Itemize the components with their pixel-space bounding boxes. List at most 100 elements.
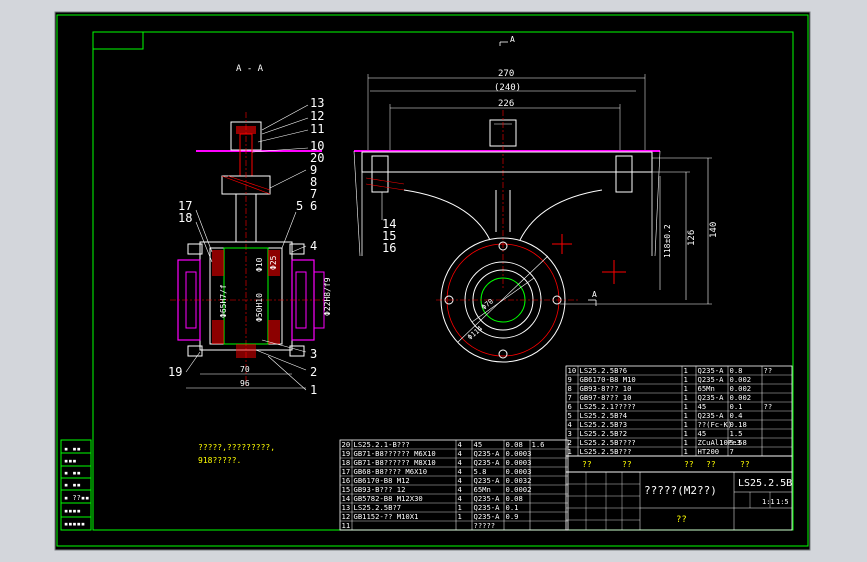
side-block-line: ▪ ▪▪ <box>64 445 81 453</box>
balloon-label: 6 <box>310 199 317 213</box>
corner-tag-box <box>92 31 144 50</box>
side-block-line: ▪ ??▪▪ <box>64 494 89 502</box>
drawing-scale: 1:1 <box>762 498 775 506</box>
side-block-line: ▪▪▪▪▪ <box>64 520 85 528</box>
dim-w70: 70 <box>240 365 250 374</box>
bom-cell: 11 <box>342 521 351 530</box>
balloon-label: 13 <box>310 96 324 110</box>
bom-cell: LS25.2.5B?4 <box>580 411 628 420</box>
bom-cell: 65Mn <box>474 485 491 494</box>
dim-d50: Φ50H10 <box>255 293 264 322</box>
bom-cell: 1 <box>684 411 688 420</box>
bom-cell: 4 <box>458 467 462 476</box>
bom-cell: 0.0003 <box>506 449 532 458</box>
bom-cell: 65Mn <box>698 384 715 393</box>
front-view: A 270 (240) 226 <box>353 35 719 363</box>
bom-cell: 3 <box>568 429 572 438</box>
bom-cell: 1 <box>684 384 688 393</box>
bom-cell: LS25.2.5B?6 <box>580 366 628 375</box>
balloon-label: 1 <box>310 383 317 397</box>
company-name: ?? <box>676 515 687 525</box>
dim-right-fit2: Φ10 <box>255 257 264 272</box>
bom-cell: 4 <box>458 458 462 467</box>
bom-cell: 0.002 <box>730 393 752 402</box>
bom-cell: 0.0003 <box>506 467 532 476</box>
bom-cell: 2 <box>568 438 572 447</box>
dim-270: 270 <box>498 69 514 79</box>
balloon-label: 19 <box>168 365 182 379</box>
bom-cell: 1 <box>684 366 688 375</box>
dim-140: 140 <box>709 222 719 238</box>
bom-cell: Q235-A <box>698 393 725 402</box>
bom-cell: 0.0003 <box>506 458 532 467</box>
bom-cell: 4 <box>568 420 572 429</box>
balloon-label: 2 <box>310 365 317 379</box>
bom-cell: Q235-A <box>698 366 725 375</box>
dim-d25: Φ25 <box>269 255 278 270</box>
bom-cell: 1 <box>684 429 688 438</box>
bom-cell: LS25.2.1-B??? <box>354 440 410 449</box>
bom-cell: 1 <box>458 512 462 521</box>
bom-cell: GB68-B8???? M6X10 <box>354 467 428 476</box>
bom-cell: 4 <box>458 485 462 494</box>
bom-cell: Q235-A <box>698 411 725 420</box>
bom-cell: 7 <box>568 393 572 402</box>
bom-cell: 5 <box>568 411 572 420</box>
bom-cell: 9 <box>568 375 572 384</box>
bom-header-cell: ?? <box>582 460 592 469</box>
bom-cell: Q235-A <box>474 476 501 485</box>
bom-cell: 7 <box>730 447 734 456</box>
side-block-line: ▪ ▪▪ <box>64 469 81 477</box>
bom-cell: Q235-A <box>474 512 501 521</box>
bom-cell: 0.0032 <box>506 476 532 485</box>
bom-cell: ??(Fc-K) <box>698 420 733 429</box>
bom-cell: GB6170-B8 M10 <box>580 375 636 384</box>
side-block: ▪ ▪▪ ▪▪▪ ▪ ▪▪ ▪ ▪▪ ▪ ??▪▪ ▪▪▪▪ ▪▪▪▪▪ <box>60 439 92 531</box>
bom-cell: 0.9 <box>506 512 519 521</box>
bom-cell: 45 <box>698 429 707 438</box>
balloon-label: 9 <box>310 163 317 177</box>
bom-cell: GB71-B8?????? M6X10 <box>354 449 436 458</box>
dim-118: 118±0.2 <box>663 224 672 258</box>
side-block-line: ▪▪▪▪ <box>64 507 81 515</box>
bom-cell: LS25.2.5B?2 <box>580 429 628 438</box>
bom-cell: ????? <box>474 521 496 530</box>
bom-cell: 19 <box>342 449 351 458</box>
balloon-label: 3 <box>310 347 317 361</box>
balloon-label: 16 <box>382 241 396 255</box>
bom-cell: GB93-B??? 12 <box>354 485 406 494</box>
bom-cell: 1 <box>684 447 688 456</box>
balloon-label: 17 <box>178 199 192 213</box>
bom-cell: LS25.2.5B?7 <box>354 503 402 512</box>
bom-cell: 17 <box>342 467 351 476</box>
bom-cell: Q235-A <box>474 503 501 512</box>
bom-cell: 4 <box>458 476 462 485</box>
bom-cell: ?? <box>764 366 773 375</box>
balloon-label: 5 <box>296 199 303 213</box>
dim-240: (240) <box>494 83 521 93</box>
drawing-title: ?????(M2??) <box>644 484 717 497</box>
bom-cell: 0.1 <box>506 503 519 512</box>
dim-d65: Φ65H7/f <box>219 284 228 318</box>
bom-cell: 5.58 <box>730 438 747 447</box>
bom-cell: 1 <box>684 402 688 411</box>
bom-cell: ?? <box>764 402 773 411</box>
bom-cell: Q235-A <box>698 375 725 384</box>
bom-cell: 15 <box>342 485 351 494</box>
bom-cell: 1 <box>684 438 688 447</box>
bom-cell: 14 <box>342 494 351 503</box>
bom-cell: 0.1 <box>730 402 743 411</box>
tech-note: 918?????. <box>198 456 241 465</box>
bom-cell: 1 <box>684 393 688 402</box>
bom-cell: Q235-A <box>474 494 501 503</box>
dim-right-fit: Φ22H8/f9 <box>323 277 332 316</box>
bom-cell: 0.4 <box>730 411 743 420</box>
bom-cell: 1 <box>684 375 688 384</box>
bom-cell: 10 <box>568 366 577 375</box>
bom-cell: 18 <box>342 458 351 467</box>
bom-cell: 0.08 <box>506 494 523 503</box>
bom-cell: GB1152-?? M10X1 <box>354 512 419 521</box>
bom-cell: Q235-A <box>474 449 501 458</box>
title-block: ?????(M2??) LS25.2.5B 1:1 1:5 ?? <box>565 471 793 531</box>
